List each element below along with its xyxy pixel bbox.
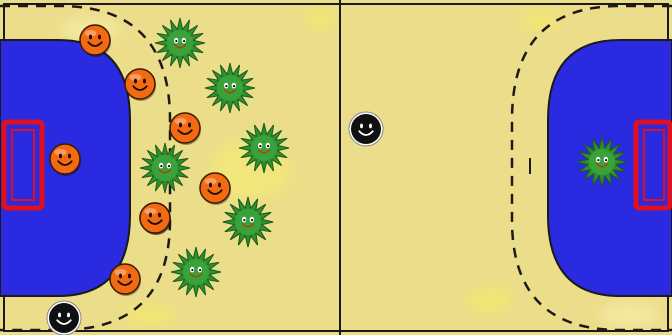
green-spiky-smiley-player-icon — [577, 137, 627, 187]
green-spiky-smiley-player-icon — [239, 123, 289, 173]
green-spiky-smiley-player-icon — [140, 143, 190, 193]
green-spiky-smiley-player-icon — [205, 63, 255, 113]
black-smiley-player-icon — [47, 301, 81, 335]
green-spiky-smiley-player-icon — [171, 247, 221, 297]
green-spiky-smiley-player-icon — [223, 197, 273, 247]
black-smiley-player-icon — [349, 112, 383, 146]
green-spiky-smiley-player-icon — [155, 18, 205, 68]
